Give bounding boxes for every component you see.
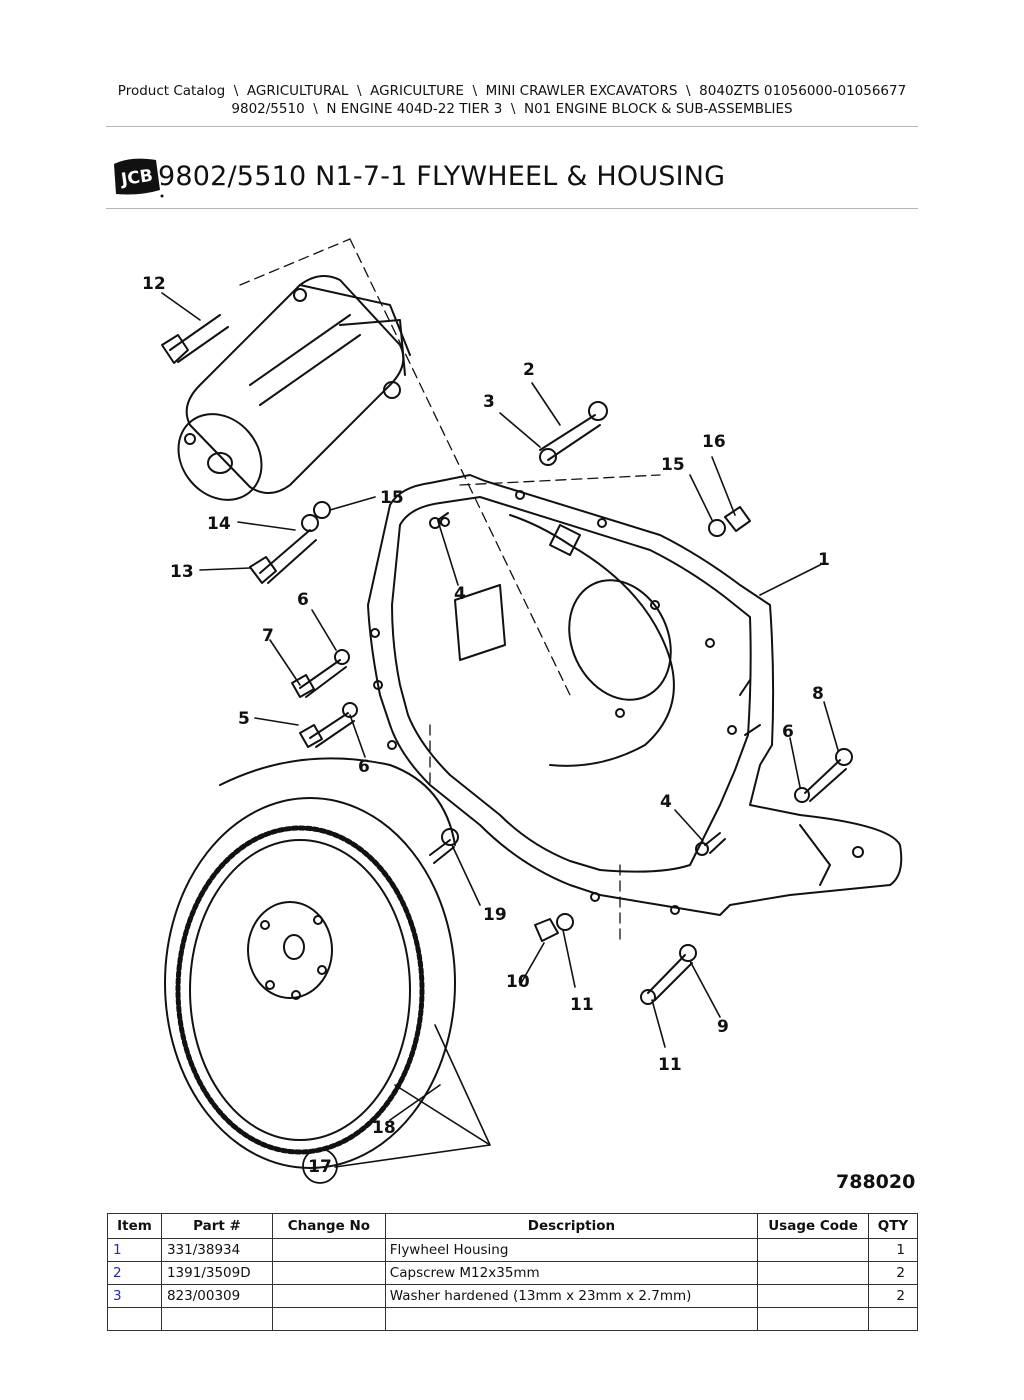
callout-5: 5 bbox=[238, 709, 250, 729]
callout-16: 16 bbox=[702, 432, 726, 452]
column-header-qty: QTY bbox=[867, 1213, 919, 1239]
callout-12: 12 bbox=[142, 274, 166, 294]
table-row bbox=[107, 1307, 919, 1331]
description: Washer hardened (13mm x 23mm x 2.7mm) bbox=[384, 1284, 759, 1308]
header-divider bbox=[106, 126, 918, 127]
callout-13: 13 bbox=[170, 562, 194, 582]
callout-7: 7 bbox=[262, 626, 274, 646]
callout-6c: 6 bbox=[782, 722, 794, 742]
column-header-usage-code: Usage Code bbox=[757, 1213, 869, 1239]
callout-17: 17 bbox=[308, 1157, 332, 1177]
breadcrumb-line-1: Product Catalog \ AGRICULTURAL \ AGRICUL… bbox=[117, 83, 907, 99]
table-row: 2 1391/3509D Capscrew M12x35mm 2 bbox=[107, 1261, 919, 1285]
item-link[interactable]: 2 bbox=[107, 1261, 162, 1285]
callout-9: 9 bbox=[717, 1017, 729, 1037]
callout-8: 8 bbox=[812, 684, 824, 704]
part-number: 823/00309 bbox=[160, 1284, 273, 1308]
quantity: 2 bbox=[867, 1284, 919, 1308]
item-link[interactable]: 1 bbox=[107, 1238, 162, 1262]
callout-6b: 6 bbox=[358, 757, 370, 777]
parts-table: Item Part # Change No Description Usage … bbox=[107, 1213, 919, 1331]
jcb-logo: JCB bbox=[114, 158, 164, 198]
title-row: JCB 9802/5510 N1-7-1 FLYWHEEL & HOUSING bbox=[106, 148, 918, 206]
leader-lines bbox=[161, 292, 839, 1168]
callout-17-circle: 17 bbox=[302, 1148, 338, 1184]
description: Capscrew M12x35mm bbox=[384, 1261, 759, 1285]
change-no bbox=[271, 1284, 386, 1308]
description: Flywheel Housing bbox=[384, 1238, 759, 1262]
usage-code bbox=[757, 1307, 869, 1331]
part-number bbox=[160, 1307, 273, 1331]
part-number: 1391/3509D bbox=[160, 1261, 273, 1285]
column-header-item: Item bbox=[107, 1213, 162, 1239]
change-no bbox=[271, 1307, 386, 1331]
column-header-part: Part # bbox=[160, 1213, 273, 1239]
usage-code bbox=[757, 1261, 869, 1285]
quantity: 1 bbox=[867, 1238, 919, 1262]
starter-motor bbox=[177, 275, 411, 501]
column-header-description: Description bbox=[384, 1213, 759, 1239]
change-no bbox=[271, 1261, 386, 1285]
breadcrumb-line-2: 9802/5510 \ N ENGINE 404D-22 TIER 3 \ N0… bbox=[231, 101, 793, 117]
flywheel-housing bbox=[367, 474, 903, 916]
fasteners bbox=[161, 314, 853, 1005]
flywheel bbox=[164, 757, 456, 1169]
callout-labels: 12 2 3 16 15 1 15 14 13 4 6 7 5 6 8 6 4 … bbox=[142, 274, 915, 1193]
item-link[interactable]: 3 bbox=[107, 1284, 162, 1308]
callout-19: 19 bbox=[483, 905, 507, 925]
callout-4b: 4 bbox=[660, 792, 672, 812]
callout-11: 11 bbox=[570, 995, 594, 1015]
callout-1: 1 bbox=[818, 550, 830, 570]
callout-15b: 15 bbox=[380, 488, 404, 508]
callout-11b: 11 bbox=[658, 1055, 682, 1075]
logo-text: JCB bbox=[119, 166, 154, 190]
table-header-row: Item Part # Change No Description Usage … bbox=[107, 1213, 919, 1239]
title-divider bbox=[106, 208, 918, 209]
page-title: 9802/5510 N1-7-1 FLYWHEEL & HOUSING bbox=[158, 161, 726, 192]
part-number: 331/38934 bbox=[160, 1238, 273, 1262]
quantity bbox=[867, 1307, 919, 1331]
item-link bbox=[107, 1307, 162, 1331]
usage-code bbox=[757, 1284, 869, 1308]
callout-18: 18 bbox=[372, 1118, 396, 1138]
callout-10: 10 bbox=[506, 972, 530, 992]
callout-2: 2 bbox=[523, 360, 535, 380]
callout-4: 4 bbox=[454, 584, 466, 604]
quantity: 2 bbox=[867, 1261, 919, 1285]
change-no bbox=[271, 1238, 386, 1262]
description bbox=[384, 1307, 759, 1331]
table-row: 3 823/00309 Washer hardened (13mm x 23mm… bbox=[107, 1284, 919, 1308]
exploded-parts-diagram: 12 2 3 16 15 1 15 14 13 4 6 7 5 6 8 6 4 … bbox=[142, 238, 915, 1193]
usage-code bbox=[757, 1238, 869, 1262]
breadcrumb: Product Catalog \ AGRICULTURAL \ AGRICUL… bbox=[0, 82, 1024, 118]
table-row: 1 331/38934 Flywheel Housing 1 bbox=[107, 1238, 919, 1262]
callout-14: 14 bbox=[207, 514, 231, 534]
callout-6: 6 bbox=[297, 590, 309, 610]
figure-number: 788020 bbox=[836, 1171, 915, 1193]
column-header-change-no: Change No bbox=[271, 1213, 386, 1239]
callout-3: 3 bbox=[483, 392, 495, 412]
callout-15: 15 bbox=[661, 455, 685, 475]
